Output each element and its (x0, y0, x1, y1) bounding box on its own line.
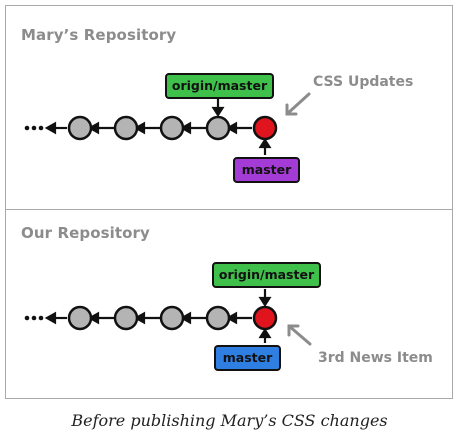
annotation-arrow (287, 324, 312, 346)
head-commit-node (252, 305, 278, 331)
marys-repository-panel: Mary’s Repository (5, 5, 453, 210)
figure-caption: Before publishing Mary’s CSS changes (71, 411, 388, 430)
origin-master-pointer (258, 289, 272, 308)
origin-master-tag: origin/master (212, 262, 321, 288)
commit-node (159, 115, 185, 141)
commit-node (205, 305, 231, 331)
commit-node (67, 305, 93, 331)
commit-node (113, 115, 139, 141)
ellipsis-icon (24, 315, 44, 321)
css-updates-annotation: CSS Updates (313, 74, 414, 90)
our-commit-graph (24, 289, 312, 346)
commit-node (67, 115, 93, 141)
commit-links (44, 121, 252, 135)
commit-links (44, 311, 252, 325)
master-branch-tag: master (214, 345, 281, 371)
head-commit-node (252, 115, 278, 141)
panel-title: Mary’s Repository (21, 26, 177, 44)
origin-master-pointer (211, 99, 225, 118)
master-pointer (258, 137, 272, 155)
annotation-arrow (285, 92, 311, 116)
commit-node (205, 115, 231, 141)
our-repository-panel: Our Repository origin/master (5, 209, 453, 399)
origin-master-tag: origin/master (165, 73, 274, 99)
master-pointer (258, 327, 272, 343)
marys-commit-graph (24, 92, 311, 155)
panel-title: Our Repository (21, 224, 150, 242)
news-item-annotation: 3rd News Item (318, 350, 433, 366)
master-branch-tag: master (233, 157, 300, 183)
commit-node (159, 305, 185, 331)
commit-node (113, 305, 139, 331)
ellipsis-icon (24, 125, 44, 131)
